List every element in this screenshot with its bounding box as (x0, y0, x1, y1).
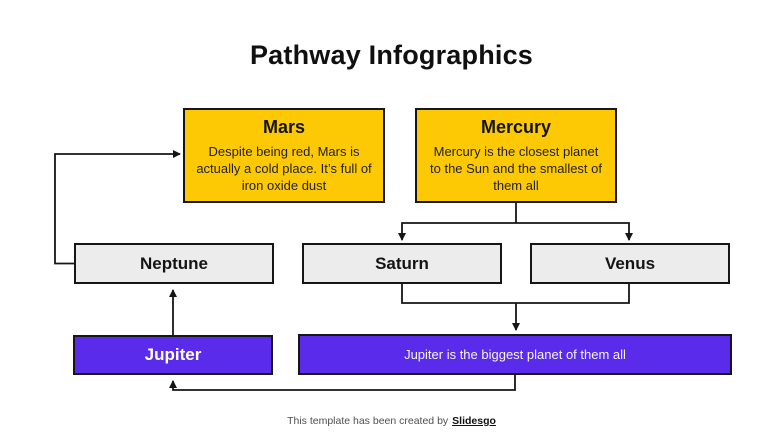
connector-saturn-venus-join (401, 284, 630, 304)
slidesgo-link[interactable]: Slidesgo (452, 415, 496, 427)
node-jupiter-label: Jupiter (144, 345, 202, 364)
node-saturn-label: Saturn (375, 253, 429, 273)
node-mercury: Mercury Mercury is the closest planet to… (415, 108, 617, 203)
node-mercury-title: Mercury (480, 116, 552, 137)
node-venus-label: Venus (604, 253, 656, 273)
connector-mercury-to-venus (516, 222, 633, 241)
node-neptune: Neptune (74, 243, 274, 284)
connector-note-to-jupiter (169, 375, 516, 391)
node-neptune-label: Neptune (140, 253, 208, 273)
node-jupiter: Jupiter (73, 335, 273, 375)
node-jupiter-note: Jupiter is the biggest planet of them al… (298, 334, 732, 375)
node-jupiter-note-label: Jupiter is the biggest planet of them al… (404, 347, 626, 362)
node-mercury-description: Mercury is the closest planet to the Sun… (430, 143, 602, 194)
footer-credit-text: This template has been created by (287, 415, 449, 427)
node-venus: Venus (530, 243, 730, 284)
node-saturn: Saturn (302, 243, 502, 284)
node-mars-description: Despite being red, Mars is actually a co… (196, 143, 372, 194)
node-mars-title: Mars (262, 116, 306, 137)
node-mars: Mars Despite being red, Mars is actually… (183, 108, 385, 203)
connector-neptune-to-mars (54, 150, 181, 265)
page-title: Pathway Infographics (249, 40, 534, 70)
connector-mercury-to-saturn (398, 222, 516, 241)
